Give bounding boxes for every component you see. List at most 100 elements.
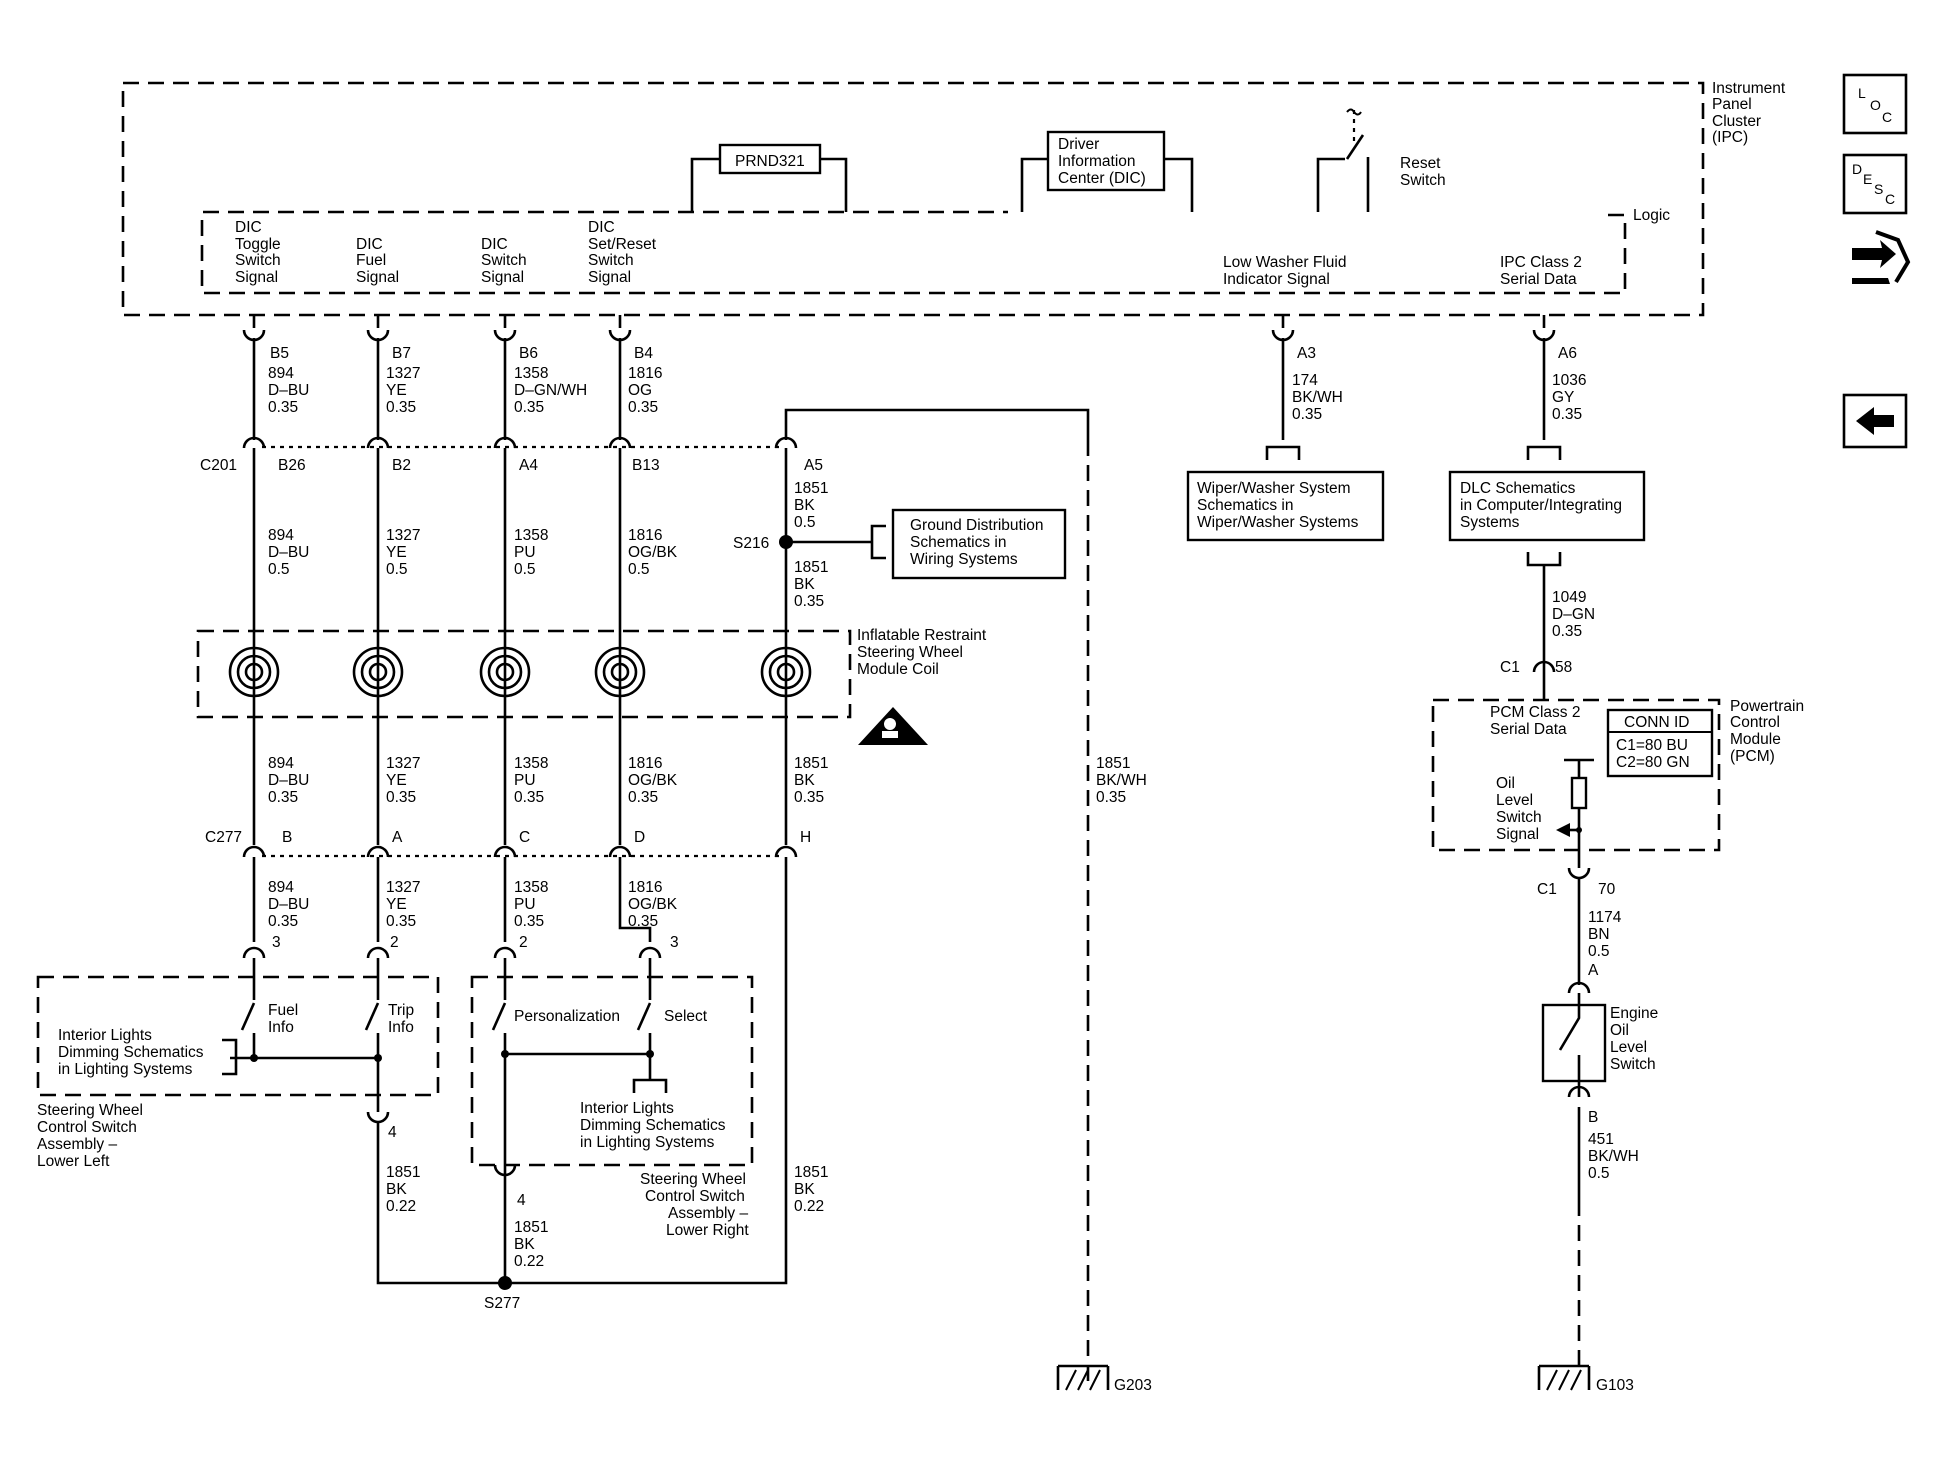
svg-text:Switch: Switch xyxy=(588,252,634,269)
svg-text:G203: G203 xyxy=(1114,1377,1152,1394)
svg-text:E: E xyxy=(1863,171,1872,187)
dic-fuel-signal-label: DIC Fuel Signal xyxy=(356,236,399,286)
svg-text:C1: C1 xyxy=(1537,881,1557,898)
svg-text:B: B xyxy=(282,829,292,846)
svg-text:Select: Select xyxy=(664,1008,708,1025)
svg-text:1816: 1816 xyxy=(628,365,662,382)
svg-text:B2: B2 xyxy=(392,457,411,474)
svg-text:C2=80 GN: C2=80 GN xyxy=(1616,754,1690,771)
svg-text:DIC: DIC xyxy=(235,219,262,236)
svg-text:1036: 1036 xyxy=(1552,372,1586,389)
svg-text:0.35: 0.35 xyxy=(628,913,658,930)
svg-text:0.35: 0.35 xyxy=(794,593,824,610)
svg-text:S: S xyxy=(1874,181,1883,197)
svg-text:1851: 1851 xyxy=(794,559,828,576)
connector-view-icon[interactable] xyxy=(1852,230,1911,284)
svg-text:1327: 1327 xyxy=(386,527,420,544)
svg-text:0.35: 0.35 xyxy=(386,399,416,416)
svg-text:Ground Distribution: Ground Distribution xyxy=(910,517,1044,534)
svg-text:BK: BK xyxy=(794,497,815,514)
svg-text:A: A xyxy=(392,829,403,846)
svg-text:894: 894 xyxy=(268,879,294,896)
svg-text:0.22: 0.22 xyxy=(794,1198,824,1215)
svg-text:Wiper/Washer System: Wiper/Washer System xyxy=(1197,480,1351,497)
svg-text:Cluster: Cluster xyxy=(1712,113,1761,130)
loc-button[interactable]: L O C xyxy=(1842,73,1908,135)
connector-c277: C277 B A C D H xyxy=(205,829,811,865)
svg-text:3: 3 xyxy=(670,934,679,951)
svg-text:Inflatable Restraint: Inflatable Restraint xyxy=(857,627,987,644)
svg-text:D–GN/WH: D–GN/WH xyxy=(514,382,587,399)
svg-text:Interior Lights: Interior Lights xyxy=(58,1027,152,1044)
svg-text:BK/WH: BK/WH xyxy=(1588,1148,1639,1165)
svg-text:0.35: 0.35 xyxy=(1552,623,1582,640)
svg-text:0.35: 0.35 xyxy=(1552,406,1582,423)
svg-text:70: 70 xyxy=(1598,881,1616,898)
svg-text:C1=80 BU: C1=80 BU xyxy=(1616,737,1688,754)
svg-text:0.5: 0.5 xyxy=(386,561,408,578)
driver-information-center: Driver Information Center (DIC) xyxy=(1020,130,1194,212)
svg-text:PU: PU xyxy=(514,544,536,561)
svg-text:Switch: Switch xyxy=(1400,172,1446,189)
svg-text:Dimming Schematics: Dimming Schematics xyxy=(58,1044,204,1061)
svg-text:1049: 1049 xyxy=(1552,589,1586,606)
svg-text:in Lighting Systems: in Lighting Systems xyxy=(580,1134,715,1151)
svg-text:0.35: 0.35 xyxy=(794,789,824,806)
svg-text:Information: Information xyxy=(1058,153,1136,170)
svg-text:S216: S216 xyxy=(733,535,769,552)
ipc-class2-label: IPC Class 2 Serial Data xyxy=(1500,254,1582,288)
svg-text:174: 174 xyxy=(1292,372,1318,389)
svg-text:DLC Schematics: DLC Schematics xyxy=(1460,480,1576,497)
svg-text:Schematics in: Schematics in xyxy=(910,534,1006,551)
svg-text:OG/BK: OG/BK xyxy=(628,544,678,561)
svg-text:Switch: Switch xyxy=(1610,1056,1656,1073)
ipc-pins: B5 B7 B6 B4 A3 A6 xyxy=(242,315,1577,362)
dic-switch-signal-label: DIC Switch Signal xyxy=(481,236,527,286)
svg-text:0.35: 0.35 xyxy=(628,789,658,806)
svg-text:Signal: Signal xyxy=(588,269,631,286)
wiper-washer-ref: Wiper/Washer System Schematics in Wiper/… xyxy=(1186,445,1385,542)
svg-text:Serial Data: Serial Data xyxy=(1490,721,1567,738)
svg-text:OG/BK: OG/BK xyxy=(628,896,678,913)
svg-text:Control Switch: Control Switch xyxy=(645,1188,745,1205)
svg-text:0.35: 0.35 xyxy=(628,399,658,416)
svg-text:L: L xyxy=(1858,85,1866,101)
svg-text:Interior Lights: Interior Lights xyxy=(580,1100,674,1117)
svg-text:58: 58 xyxy=(1555,659,1572,676)
svg-text:BK: BK xyxy=(794,772,815,789)
svg-text:1851: 1851 xyxy=(794,480,828,497)
svg-text:1174: 1174 xyxy=(1588,909,1622,926)
svg-text:(IPC): (IPC) xyxy=(1712,129,1748,146)
svg-text:B: B xyxy=(1588,1109,1598,1126)
svg-text:Lower Right: Lower Right xyxy=(666,1222,749,1239)
svg-text:YE: YE xyxy=(386,382,407,399)
svg-text:Switch: Switch xyxy=(1496,809,1542,826)
svg-text:1358: 1358 xyxy=(514,879,548,896)
svg-text:B6: B6 xyxy=(519,345,538,362)
svg-text:G103: G103 xyxy=(1596,1377,1634,1394)
svg-text:YE: YE xyxy=(386,896,407,913)
svg-text:Signal: Signal xyxy=(481,269,524,286)
svg-text:1816: 1816 xyxy=(628,527,662,544)
svg-text:BK/WH: BK/WH xyxy=(1292,389,1343,406)
prnd321-indicator: PRND321 xyxy=(690,143,848,212)
desc-button[interactable]: D E S C xyxy=(1842,153,1908,215)
svg-text:BK/WH: BK/WH xyxy=(1096,772,1147,789)
svg-text:0.5: 0.5 xyxy=(268,561,290,578)
svg-text:2: 2 xyxy=(519,934,528,951)
svg-text:Systems: Systems xyxy=(1460,514,1520,531)
svg-text:0.35: 0.35 xyxy=(1096,789,1126,806)
svg-text:0.35: 0.35 xyxy=(514,789,544,806)
svg-text:GY: GY xyxy=(1552,389,1574,406)
svg-text:1358: 1358 xyxy=(514,527,548,544)
svg-text:DIC: DIC xyxy=(356,236,383,253)
back-arrow-icon[interactable] xyxy=(1842,393,1908,449)
svg-text:D–BU: D–BU xyxy=(268,772,309,789)
svg-text:451: 451 xyxy=(1588,1131,1614,1148)
splice-s216: S216 xyxy=(733,535,872,552)
svg-text:H: H xyxy=(800,829,811,846)
svg-text:Personalization: Personalization xyxy=(514,1008,620,1025)
svg-text:Indicator Signal: Indicator Signal xyxy=(1223,271,1330,288)
